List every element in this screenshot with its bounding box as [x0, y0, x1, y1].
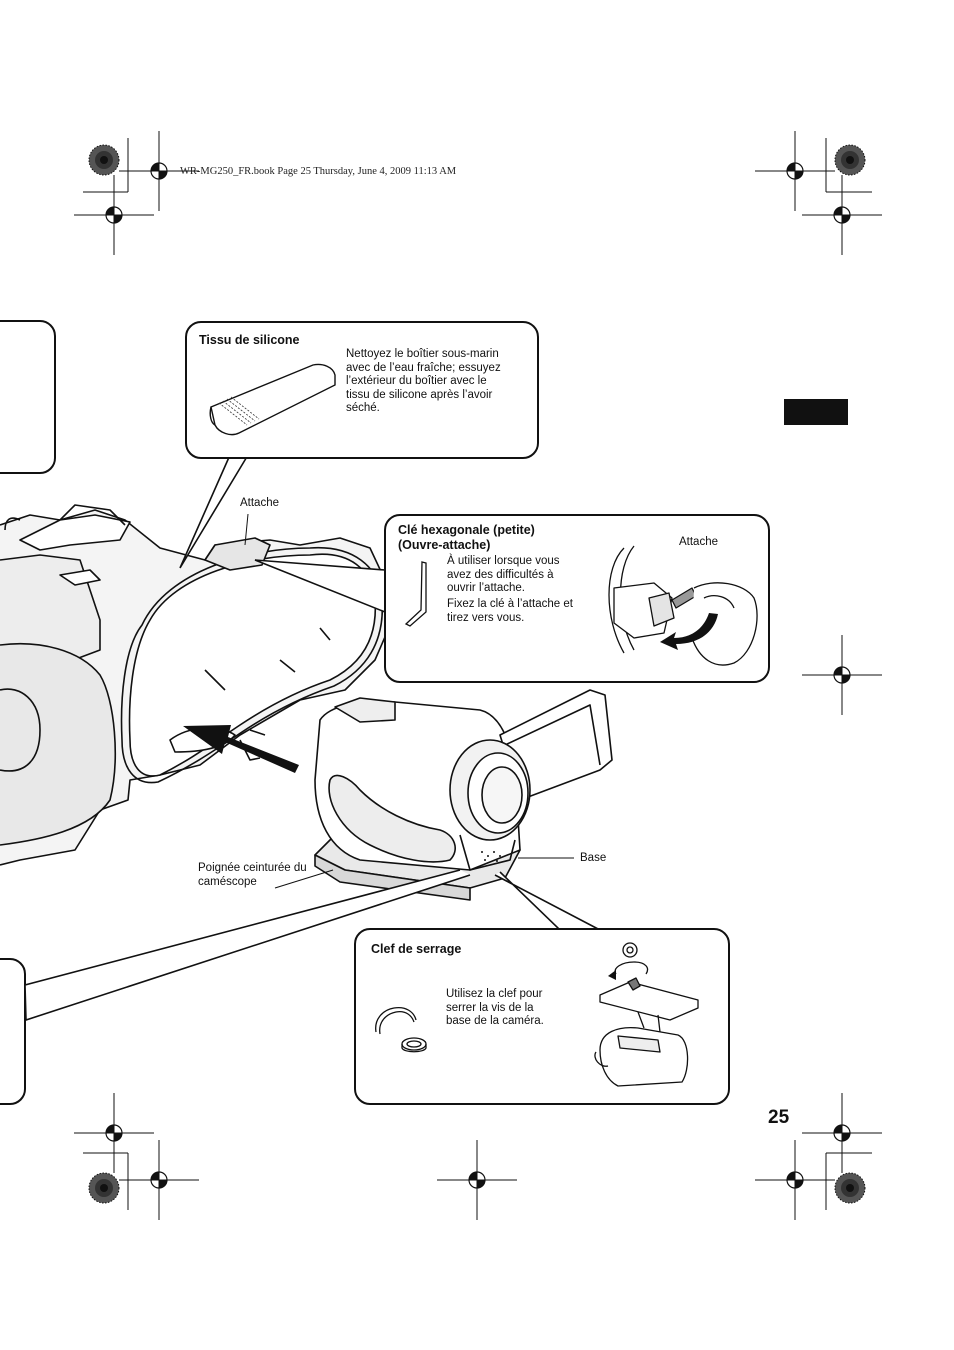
hex-key-icon: [404, 561, 427, 627]
clamp-key-icon: [375, 1006, 427, 1053]
pull-direction-arrow: [660, 613, 718, 650]
hex-key-callout: Clé hexagonale (petite) (Ouvre-attache) …: [384, 514, 770, 683]
silicone-cloth-title: Tissu de silicone: [199, 333, 300, 347]
insert-arrow: [183, 725, 299, 773]
hex-key-instructions-2: Fixez la clé à l’attache et tirez vers v…: [447, 598, 573, 624]
clamp-key-title: Clef de serrage: [371, 942, 462, 956]
clamp-key-instructions: Utilisez la clef pour serrer la vis de l…: [446, 988, 544, 1027]
attache-opening-illustration: [608, 545, 758, 666]
base-tightening-illustration: [594, 942, 699, 1087]
silicone-cloth-icon: [209, 363, 336, 436]
hex-key-title-line1: Clé hexagonale (petite): [398, 523, 535, 537]
left-callout-partial-top: [0, 320, 56, 474]
attache-label: Attache: [240, 497, 279, 509]
base-label: Base: [580, 852, 607, 864]
left-callout-partial-bottom: [0, 958, 26, 1105]
silicone-cloth-callout: Tissu de silicone Nettoyez le boîtier so…: [185, 321, 539, 459]
print-header: WR-MG250_FR.book Page 25 Thursday, June …: [180, 166, 457, 177]
section-tab: [784, 399, 848, 425]
grip-strap-label: Poignée ceinturée du caméscope: [198, 862, 307, 888]
page-number: 25: [768, 1107, 790, 1128]
clamp-key-callout: Clef de serrage Utilisez la clef pour se…: [354, 928, 730, 1105]
hex-key-attache-label: Attache: [679, 536, 718, 548]
hex-key-title-line2: (Ouvre-attache): [398, 538, 491, 552]
silicone-cloth-instructions: Nettoyez le boîtier sous-marin avec de l…: [346, 348, 501, 414]
hex-key-instructions-1: À utiliser lorsque vous avez des difficu…: [447, 555, 560, 594]
